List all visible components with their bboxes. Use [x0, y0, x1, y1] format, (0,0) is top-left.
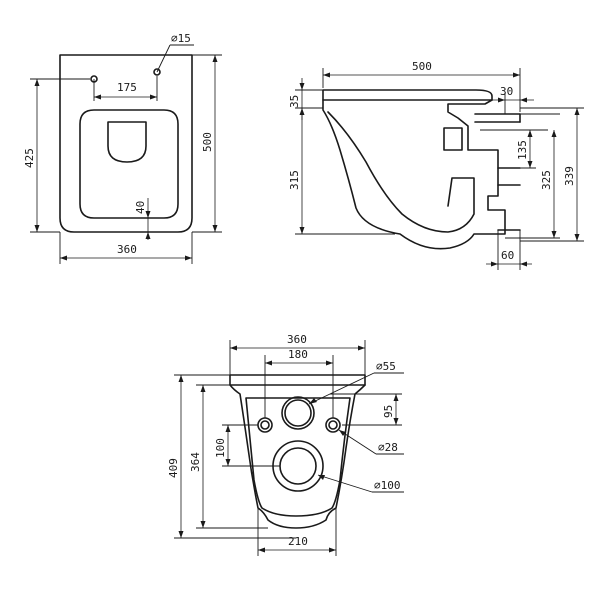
rear-bolt-left	[257, 417, 273, 433]
top-view-seat	[79, 109, 179, 219]
top-seat-length-label: 425	[23, 148, 36, 168]
side-view-lid	[322, 89, 493, 101]
top-view-outline	[59, 54, 193, 233]
side-outlet-width-label: 60	[501, 249, 514, 262]
rear-bolt-spacing-label: 180	[288, 348, 308, 361]
rear-view-outline	[229, 374, 366, 529]
side-view-body	[322, 99, 506, 250]
rear-bolt-outlet-label: 100	[214, 438, 227, 458]
side-view-bowl	[327, 111, 475, 233]
rear-inlet-diameter-label: ⌀55	[376, 360, 396, 373]
top-total-length-label: 500	[201, 132, 214, 152]
rear-view-inner-outline	[245, 397, 351, 517]
rear-width-label: 360	[287, 333, 307, 346]
rear-outer-height-label: 409	[167, 458, 180, 478]
rear-bolt-left-inner	[260, 420, 270, 430]
rear-outlet-circle	[279, 447, 317, 485]
side-rim-label: 35	[288, 95, 301, 108]
top-front-offset-label: 40	[134, 201, 147, 214]
top-width-label: 360	[117, 243, 137, 256]
side-outlet-height-label: 135	[516, 140, 529, 160]
rear-base-width-label: 210	[288, 535, 308, 548]
side-bowl-height-label: 315	[288, 170, 301, 190]
rear-bolt-right	[325, 417, 341, 433]
top-hole-spacing-label: 175	[117, 81, 137, 94]
rear-view: 360 180 ⌀55 95 ⌀28 100	[167, 333, 404, 556]
top-hole-diameter-label: ⌀15	[171, 32, 191, 45]
side-view: 500 35 30 315 135 325	[288, 60, 584, 270]
top-view-bowl-opening	[107, 121, 147, 163]
rear-bolt-diameter-label: ⌀28	[378, 441, 398, 454]
rear-inlet-circle-outer	[281, 396, 315, 430]
rear-inlet-drop-label: 95	[382, 405, 395, 418]
side-length-label: 500	[412, 60, 432, 73]
side-inlet-height-label: 325	[540, 170, 553, 190]
rear-outlet-diameter-label: ⌀100	[374, 479, 401, 492]
rear-bolt-right-inner	[328, 420, 338, 430]
rear-inlet-circle	[284, 399, 312, 427]
top-view-hole-right	[153, 68, 161, 76]
top-view: ⌀15 175 425 500 40 360	[23, 32, 222, 264]
rear-inner-height-label: 364	[189, 452, 202, 472]
side-back-offset-label: 30	[500, 85, 513, 98]
side-view-trap	[443, 127, 463, 151]
side-total-height-label: 339	[563, 166, 576, 186]
